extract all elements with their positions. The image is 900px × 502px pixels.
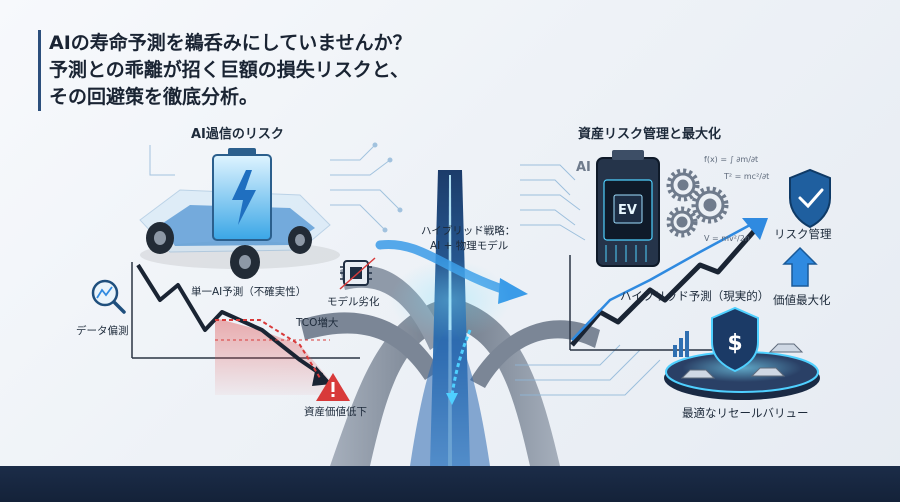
ev-chip-label: EV <box>618 203 637 218</box>
formula-2: T² = mc²/∂t <box>724 172 770 181</box>
model-degradation-chip-icon <box>339 257 376 290</box>
headline-line-1: AIの寿命予測を鵜呑みにしていませんか？ <box>49 32 412 54</box>
right-panel-title: 資産リスク管理と最大化 <box>578 127 722 142</box>
data-bias-magnifier-icon <box>91 279 126 314</box>
right-circuit-lines <box>515 164 661 396</box>
resale-platform-illustration: $ <box>664 306 820 400</box>
hybrid-strategy-label-line-2: AI + 物理モデル <box>430 240 509 252</box>
model-degradation-label: モデル劣化 <box>327 296 380 308</box>
single-ai-prediction-label: 単一AI予測（不確実性） <box>191 286 307 298</box>
left-circuit-lines <box>149 142 403 233</box>
value-maximization-label: 価値最大化 <box>773 293 831 307</box>
headline-block: AIの寿命予測を鵜呑みにしていませんか？ 予測との乖離が招く巨額の損失リスクと、… <box>38 30 469 111</box>
ev-chassis-illustration <box>139 148 340 279</box>
left-risk-chart <box>131 262 360 401</box>
ev-chip-battery-icon <box>596 150 660 267</box>
risk-management-shield-icon <box>789 168 831 229</box>
data-bias-label: データ偏測 <box>76 325 129 337</box>
footer-bar <box>0 466 900 502</box>
right-hybrid-chart <box>569 218 768 351</box>
wheel-front-left <box>146 222 174 254</box>
optimal-resale-value-label: 最適なリセールバリュー <box>682 406 809 420</box>
asset-value-drop-label: 資産価値低下 <box>304 406 367 418</box>
gear-icons <box>666 168 729 238</box>
value-up-arrow-icon <box>782 246 818 287</box>
ai-label: AI <box>576 160 591 175</box>
headline-line-3: その回避策を徹底分析。 <box>49 86 259 108</box>
formula-3: V = mv²/2n <box>704 234 750 243</box>
hybrid-strategy-label-line-1: ハイブリッド戦略： <box>421 225 516 237</box>
road-network <box>300 170 600 466</box>
hybrid-prediction-label: ハイブリッド予測（現実的） <box>620 289 770 303</box>
risk-management-label: リスク管理 <box>774 227 832 241</box>
svg-text:$: $ <box>727 331 742 356</box>
tco-increase-label: TCO増大 <box>296 317 339 329</box>
formula-1: f(x) = ∫ ∂m/∂t <box>704 155 759 164</box>
headline-line-2: 予測との乖離が招く巨額の損失リスクと、 <box>49 59 410 81</box>
left-panel-title: AI過信のリスク <box>191 127 284 142</box>
